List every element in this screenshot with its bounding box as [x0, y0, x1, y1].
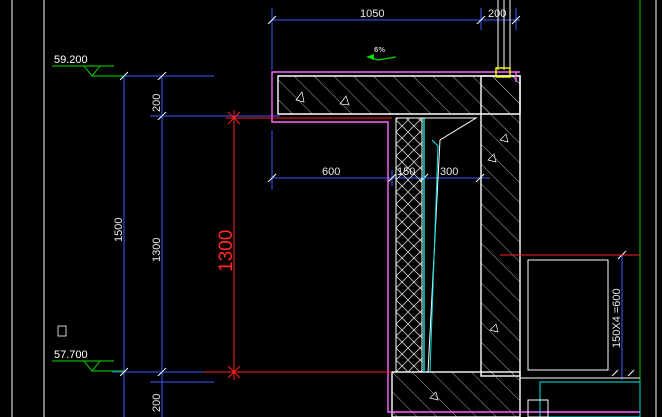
frame-lines: [11, 0, 657, 417]
dimension-lines: [112, 8, 640, 417]
slope-arrow: 6%: [366, 46, 397, 61]
dim-300: 300: [440, 166, 458, 178]
dim-1050: 1050: [360, 8, 384, 20]
dim-1500: 1500: [113, 218, 125, 242]
right-floor-detail: [520, 259, 641, 417]
concrete-section: [277, 75, 521, 417]
dim-1300-left: 1300: [151, 238, 163, 262]
level-bottom-value: 57.700: [54, 349, 88, 361]
red-dimension: [204, 110, 640, 380]
red-dim-1300: 1300: [216, 230, 237, 272]
dim-150: 150: [397, 166, 415, 178]
level-mark-top: [52, 65, 124, 77]
level-mark-bottom: [52, 360, 124, 372]
dim-200-left-bottom: 200: [151, 394, 163, 412]
dim-200-top: 200: [488, 8, 506, 20]
finish-line: [271, 71, 640, 413]
level-top-value: 59.200: [54, 54, 88, 66]
slope-label: 6%: [374, 46, 385, 54]
insulation-layer: [395, 117, 478, 373]
railing-post: [495, 0, 511, 78]
small-label-left: [57, 325, 67, 337]
dim-200-left-top: 200: [151, 94, 163, 112]
dim-150x4: 150X4 =600: [611, 288, 623, 348]
dim-600: 600: [322, 166, 340, 178]
dimension-texts: 1050 200 600 150 300 200 1300 200 1500 1…: [113, 8, 623, 412]
level-texts: 59.200 57.700: [54, 54, 88, 361]
